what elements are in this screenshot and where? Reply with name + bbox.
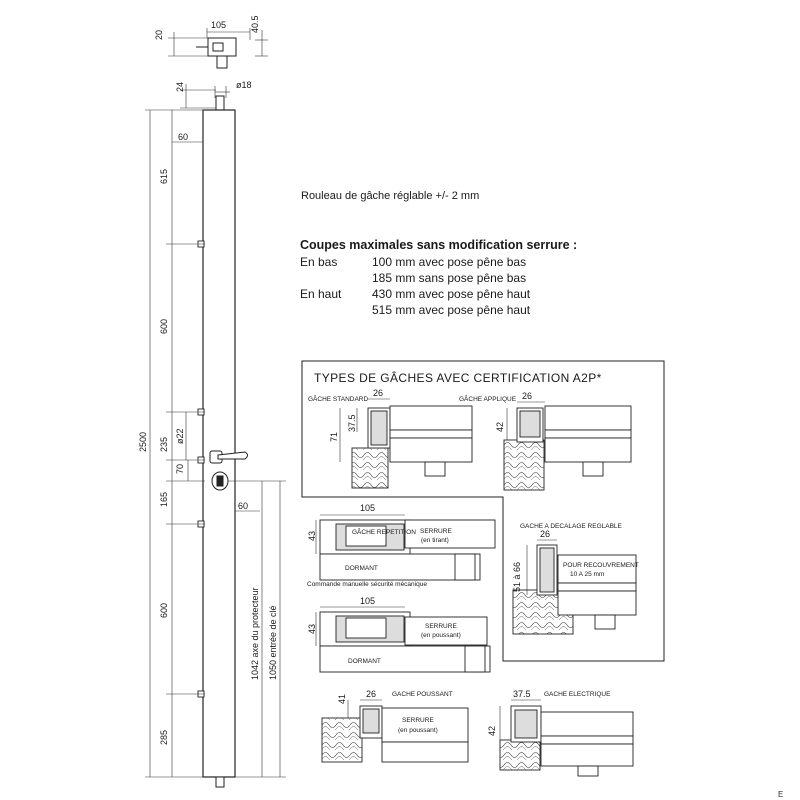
gache-electrique-h: 42	[487, 726, 497, 736]
coupes-row: En haut 430 mm avec pose pêne haut	[300, 286, 630, 302]
right-dimension-lines	[228, 480, 286, 778]
coupes-row-text: 515 mm avec pose pêne haut	[372, 303, 531, 317]
gache-second-serrure: SERRURE	[425, 623, 457, 630]
coupes-row-label	[300, 270, 372, 286]
coupes-row: 185 mm sans pose pêne bas	[300, 270, 630, 286]
dim-profile-width: 60	[178, 132, 188, 142]
gache-decalage-label: GACHE A DECALAGE REGLABLE	[520, 523, 623, 530]
dim-600-bottom: 600	[159, 603, 169, 618]
gache-poussant-dims	[347, 699, 382, 718]
dim-285: 285	[159, 730, 169, 745]
coupes-title: Coupes maximales sans modification serru…	[300, 238, 578, 252]
dim-600-top: 600	[159, 319, 169, 334]
gache-standard-drawing	[351, 405, 473, 489]
commande-label: Commande manuelle sécurité mécanique	[307, 581, 427, 588]
dim-head-width: 105	[211, 20, 226, 30]
coupes-row-label	[300, 302, 372, 318]
gache-repetition-w: 105	[360, 503, 375, 513]
gache-electrique-w: 37.5	[513, 689, 531, 699]
gache-second-drawing	[319, 611, 491, 673]
dim-total: 2500	[138, 432, 148, 452]
gache-electrique-label: GACHE ELECTRIQUE	[544, 691, 611, 698]
gache-repetition-h: 43	[307, 531, 317, 541]
gache-standard-h2: 71	[329, 432, 339, 442]
gache-second-serrure-sub: (en poussant)	[421, 632, 461, 639]
gache-standard-h1: 37.5	[347, 414, 357, 432]
gache-repetition-dims	[315, 514, 405, 554]
gache-poussant-h: 41	[337, 694, 347, 704]
gache-second-dormant: DORMANT	[348, 658, 381, 665]
dim-axe-protecteur: 1042 axe du protecteur	[250, 587, 260, 680]
gache-electrique-dims	[499, 699, 541, 742]
gache-applique-label: GÂCHE APPLIQUE	[459, 394, 517, 403]
handle-lever	[209, 450, 248, 464]
coupes-row-text: 185 mm sans pose pêne bas	[372, 271, 527, 285]
gache-second-w: 105	[360, 596, 375, 606]
dim-entree-cle: 1050 entrée de clé	[268, 605, 278, 680]
coupes-row: 515 mm avec pose pêne haut	[300, 302, 630, 318]
dim-head-height: 20	[154, 30, 164, 40]
gache-applique-w: 26	[522, 391, 532, 401]
coupes-row-text: 430 mm avec pose pêne haut	[372, 287, 531, 301]
types-panel-frame	[301, 360, 665, 662]
gache-electrique-drawing	[499, 705, 634, 777]
gache-decalage-drawing	[512, 544, 637, 635]
rod-top-stub	[215, 95, 225, 111]
dim-rod-top: 24	[175, 82, 185, 92]
gache-standard-dims	[339, 398, 390, 462]
gache-poussant-w: 26	[366, 689, 376, 699]
coupes-row-text: 100 mm avec pose pêne bas	[372, 255, 527, 269]
dim-rod-diameter: ø18	[236, 80, 252, 90]
gache-poussant-serrure-sub: (en poussant)	[398, 727, 438, 734]
gache-second-dims	[315, 606, 405, 646]
coupes-block: Coupes maximales sans modification serru…	[300, 238, 630, 318]
gache-repetition-serrure: SERRURE	[420, 528, 452, 535]
rod-top-dimension-lines	[180, 84, 230, 109]
dim-235: 235	[159, 437, 169, 452]
coupes-row-label: En haut	[300, 287, 342, 301]
head-dimension-lines	[168, 28, 268, 57]
gache-applique-dims	[506, 401, 545, 440]
lock-profile	[202, 109, 236, 778]
gache-repetition-serrure-sub: (en tirant)	[421, 537, 449, 544]
gache-repetition-dormant: DORMANT	[345, 565, 378, 572]
gache-poussant-drawing	[321, 705, 469, 763]
note-rouleau: Rouleau de gâche réglable +/- 2 mm	[301, 190, 480, 202]
gache-second-h: 43	[307, 624, 317, 634]
gache-standard-w: 26	[373, 388, 383, 398]
gache-decalage-h: 51 à 66	[512, 562, 522, 592]
gache-repetition-drawing	[319, 519, 496, 581]
rod-head	[196, 37, 237, 69]
coupes-row-label: En bas	[300, 255, 338, 269]
cylinder-escutcheon	[211, 471, 229, 491]
corner-mark: E	[778, 790, 783, 799]
gache-repetition-label: GÂCHE REPETITION	[352, 527, 416, 536]
gache-decalage-pour: POUR RECOUVREMENT	[563, 562, 639, 569]
dim-165: 165	[159, 492, 169, 507]
rod-bottom-stub	[215, 776, 225, 788]
coupes-rows: En bas 100 mm avec pose pêne bas 185 mm sa…	[300, 254, 630, 318]
gache-applique-drawing	[503, 405, 632, 491]
gache-standard-label: GÂCHE STANDARD	[308, 394, 368, 403]
left-dimension-lines	[145, 109, 260, 778]
gache-decalage-pour-sub: 10 A 25 mm	[570, 571, 604, 578]
gache-applique-h: 42	[495, 422, 505, 432]
dim-handle-diameter: ø22	[175, 428, 185, 444]
types-panel-title: TYPES DE GÂCHES AVEC CERTIFICATION A2P*	[314, 370, 602, 385]
dim-615: 615	[159, 169, 169, 184]
gache-poussant-label: GACHE POUSSANT	[392, 691, 453, 698]
gache-decalage-w: 26	[540, 529, 550, 539]
dim-head-right: 40.5	[250, 15, 260, 33]
gache-poussant-serrure: SERRURE	[402, 717, 434, 724]
dim-70: 70	[175, 464, 185, 474]
dim-profile-width-lower: 60	[238, 501, 248, 511]
gache-decalage-dims	[526, 539, 557, 595]
coupes-row: En bas 100 mm avec pose pêne bas	[300, 254, 630, 270]
